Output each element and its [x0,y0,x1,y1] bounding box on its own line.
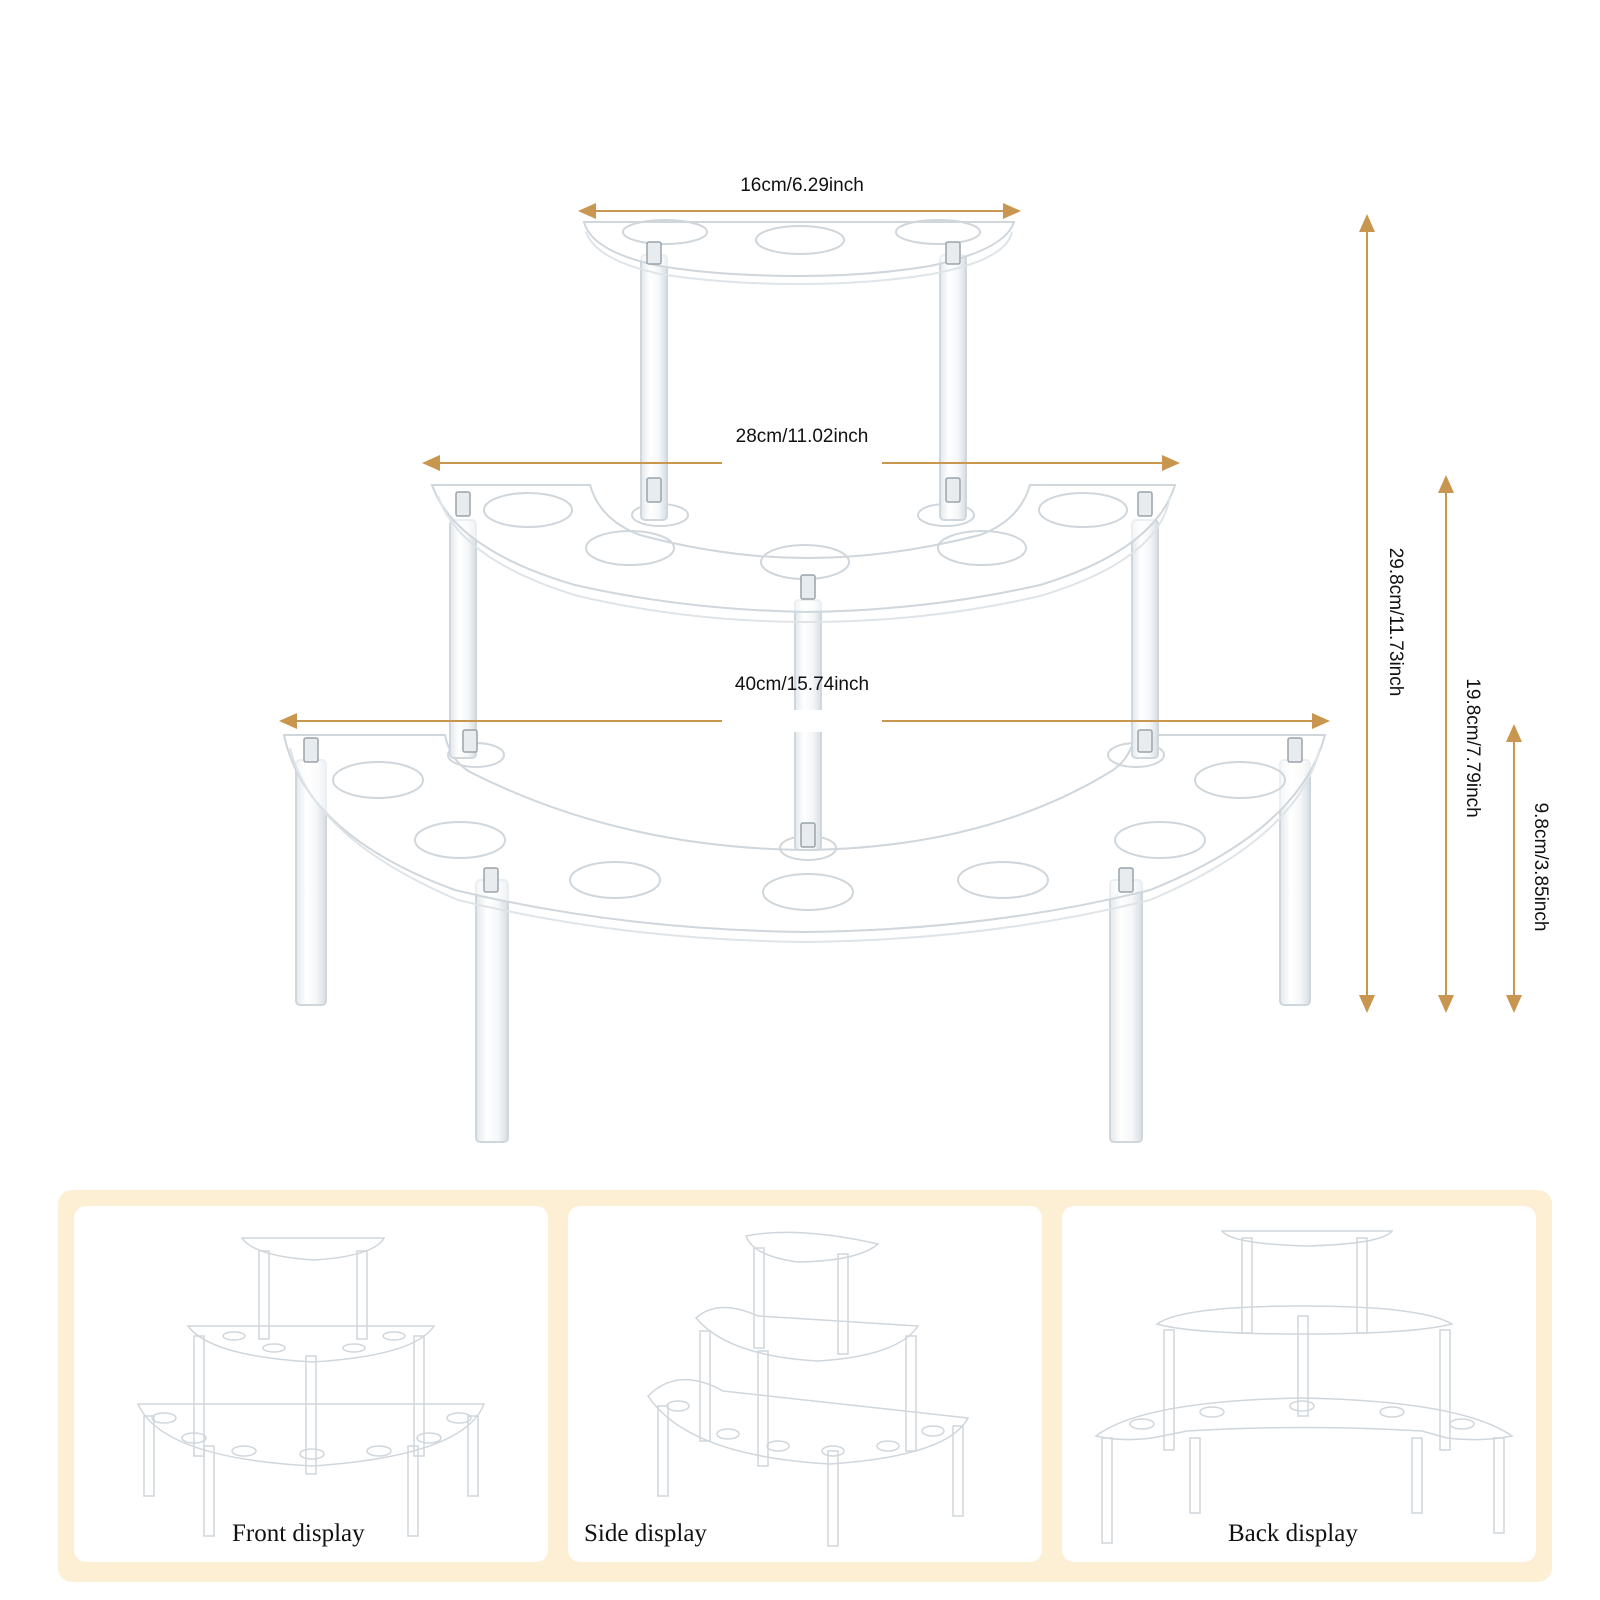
screws [303,241,1303,893]
middle-tier-plate [430,484,1177,624]
front-display-panel: Front display [74,1206,548,1562]
top-width-label: 16cm/6.29inch [740,175,864,196]
front-display-image [136,1237,486,1537]
top-tier-legs [640,254,967,521]
top-tier-cup-holes [622,219,981,255]
bottom-tier-plate [282,734,1327,944]
middle-height-label: 19.8cm/7.79inch [1462,678,1483,817]
bottom-tier-legs [295,759,1311,1143]
bottom-height-label: 9.8cm/3.85inch [1530,803,1551,932]
front-display-label: Front display [232,1520,365,1547]
back-display-panel: Back display [1062,1206,1536,1562]
acrylic-stand-illustration [282,219,1327,1143]
dimension-labels: 16cm/6.29inch 28cm/11.02inch 40cm/15.74i… [722,175,1551,931]
top-tier-plate [582,219,1016,286]
display-views-frame: Front display Side display [58,1190,1552,1582]
side-display-label: Side display [584,1520,707,1547]
middle-width-label: 28cm/11.02inch [736,426,869,447]
middle-tier-cup-holes [483,492,1128,580]
back-display-image [1094,1230,1514,1544]
bottom-width-label: 40cm/15.74inch [735,674,869,695]
side-display-image [647,1231,970,1547]
side-display-panel: Side display [568,1206,1042,1562]
total-height-label: 29.8cm/11.73inch [1385,548,1406,697]
back-display-label: Back display [1228,1520,1358,1547]
